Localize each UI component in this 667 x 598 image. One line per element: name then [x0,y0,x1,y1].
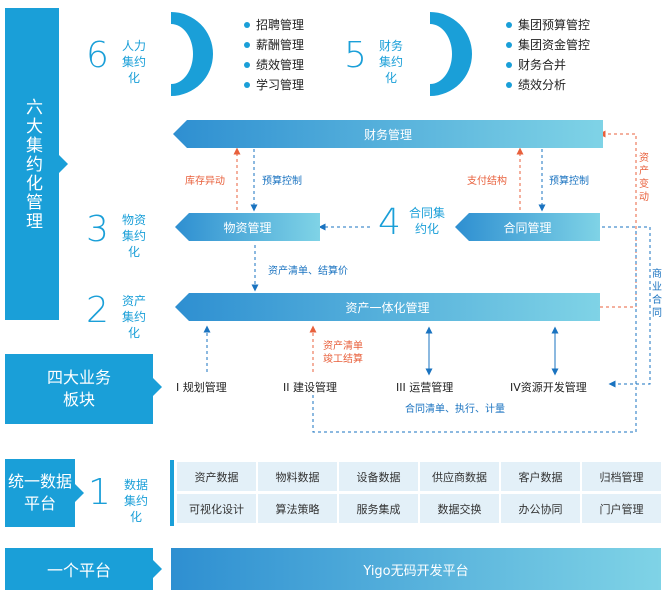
list-item-label: 学习管理 [256,78,305,92]
one-platform-title: 一个平台 [46,561,111,580]
bullet-icon [506,82,512,88]
list-item-label: 集团预算管控 [518,18,591,32]
four-business-block: 四大业务板块 [5,354,153,424]
asset-list-completion-line2: 竣工结算 [323,354,363,365]
num-5: 5 [344,35,367,76]
data-cell: 归档管理 [582,462,661,491]
four-business-title: 四大业务板块 [46,368,111,409]
flow-connectors [203,130,651,433]
yigo-platform-bar: Yigo无码开发平台 [171,548,661,590]
finance-arc [430,12,472,96]
hr-sub-list: 招聘管理 薪酬管理 绩效管理 学习管理 [244,15,304,95]
list-item: 学习管理 [244,75,304,95]
business-resource-dev: IV资源开发管理 [510,381,587,394]
list-item: 绩效管理 [244,55,304,75]
asset-change-label: 资产变动 [639,153,649,203]
unified-notch [75,484,84,502]
num-1: 1 [88,472,111,513]
six-centralization-title: 六大集约化管理 [22,97,42,231]
bullet-icon [506,22,512,28]
data-cell: 服务集成 [339,494,418,523]
bullet-icon [244,42,250,48]
materials-management-bar: 物资管理 [175,213,320,241]
asset-list-completion-label: 资产清单 竣工结算 [323,340,363,366]
finance-sub-list: 集团预算管控 集团资金管控 财务合并 绩效分析 [506,15,590,95]
num-3: 3 [86,209,109,250]
data-cell: 资产数据 [177,462,256,491]
hr-centralization-label: 人力集约化 [121,39,146,85]
data-cell: 数据交换 [420,494,499,523]
data-cell: 可视化设计 [177,494,256,523]
data-cell: 算法策略 [258,494,337,523]
data-centralization-label: 数据集约化 [123,478,148,524]
top-arcs [171,12,472,96]
data-cell: 办公协同 [501,494,580,523]
list-item: 集团资金管控 [506,35,590,55]
list-item-label: 薪酬管理 [256,38,305,52]
list-item: 绩效分析 [506,75,590,95]
business-construction: II 建设管理 [283,381,337,394]
list-item-label: 招聘管理 [256,18,305,32]
data-cell: 设备数据 [339,462,418,491]
materials-centralization-label: 物资集约化 [121,213,146,259]
budget-control-left-label: 预算控制 [262,176,302,187]
asset-list-settlement-label: 资产清单、结算价 [268,266,348,277]
data-cell: 客户数据 [501,462,580,491]
business-operation: III 运营管理 [396,381,454,394]
list-item-label: 绩效管理 [256,58,305,72]
bullet-icon [506,62,512,68]
contract-list-loop [312,230,637,433]
asset-change-arrow [598,130,637,308]
bullet-icon [244,22,250,28]
business-notch [153,378,162,396]
num-4: 4 [378,202,401,243]
bullet-icon [244,82,250,88]
hr-arc [171,12,213,96]
asset-integrated-management-bar: 资产一体化管理 [175,293,600,321]
unified-data-platform-title: 统一数据平台 [8,472,73,513]
list-item-label: 绩效分析 [518,78,567,92]
contract-centralization-label: 合同集约化 [408,206,445,236]
one-platform-block: 一个平台 [5,548,153,590]
list-item: 薪酬管理 [244,35,304,55]
contract-management-bar: 合同管理 [455,213,600,241]
business-contract-arrow [560,226,651,388]
unified-data-platform-block: 统一数据平台 [5,459,75,527]
bullet-icon [244,62,250,68]
bullet-icon [506,42,512,48]
data-cell: 门户管理 [582,494,661,523]
finance-centralization-label: 财务集约化 [378,39,403,85]
platform-notch [153,560,162,578]
data-grid-accent [170,460,174,526]
inventory-change-label: 库存异动 [185,176,225,187]
list-item-label: 集团资金管控 [518,38,591,52]
finance-management-bar: 财务管理 [173,120,603,148]
asset-list-completion-line1: 资产清单 [323,341,363,352]
contract-list-exec-label: 合同清单、执行、计量 [405,404,505,415]
business-contract-label: 商业合同 [652,269,662,319]
business-planning: I 规划管理 [176,381,227,394]
list-item: 财务合并 [506,55,590,75]
num-6: 6 [86,35,109,76]
num-2: 2 [86,290,109,331]
budget-control-right-label: 预算控制 [549,176,589,187]
list-item: 招聘管理 [244,15,304,35]
data-cell: 供应商数据 [420,462,499,491]
side-notch [59,155,68,173]
list-item: 集团预算管控 [506,15,590,35]
data-cell: 物料数据 [258,462,337,491]
asset-centralization-label: 资产集约化 [121,294,146,340]
six-centralization-block: 六大集约化管理 [5,8,59,320]
list-item-label: 财务合并 [518,58,567,72]
payment-settlement-label: 支付结构 [467,176,507,187]
